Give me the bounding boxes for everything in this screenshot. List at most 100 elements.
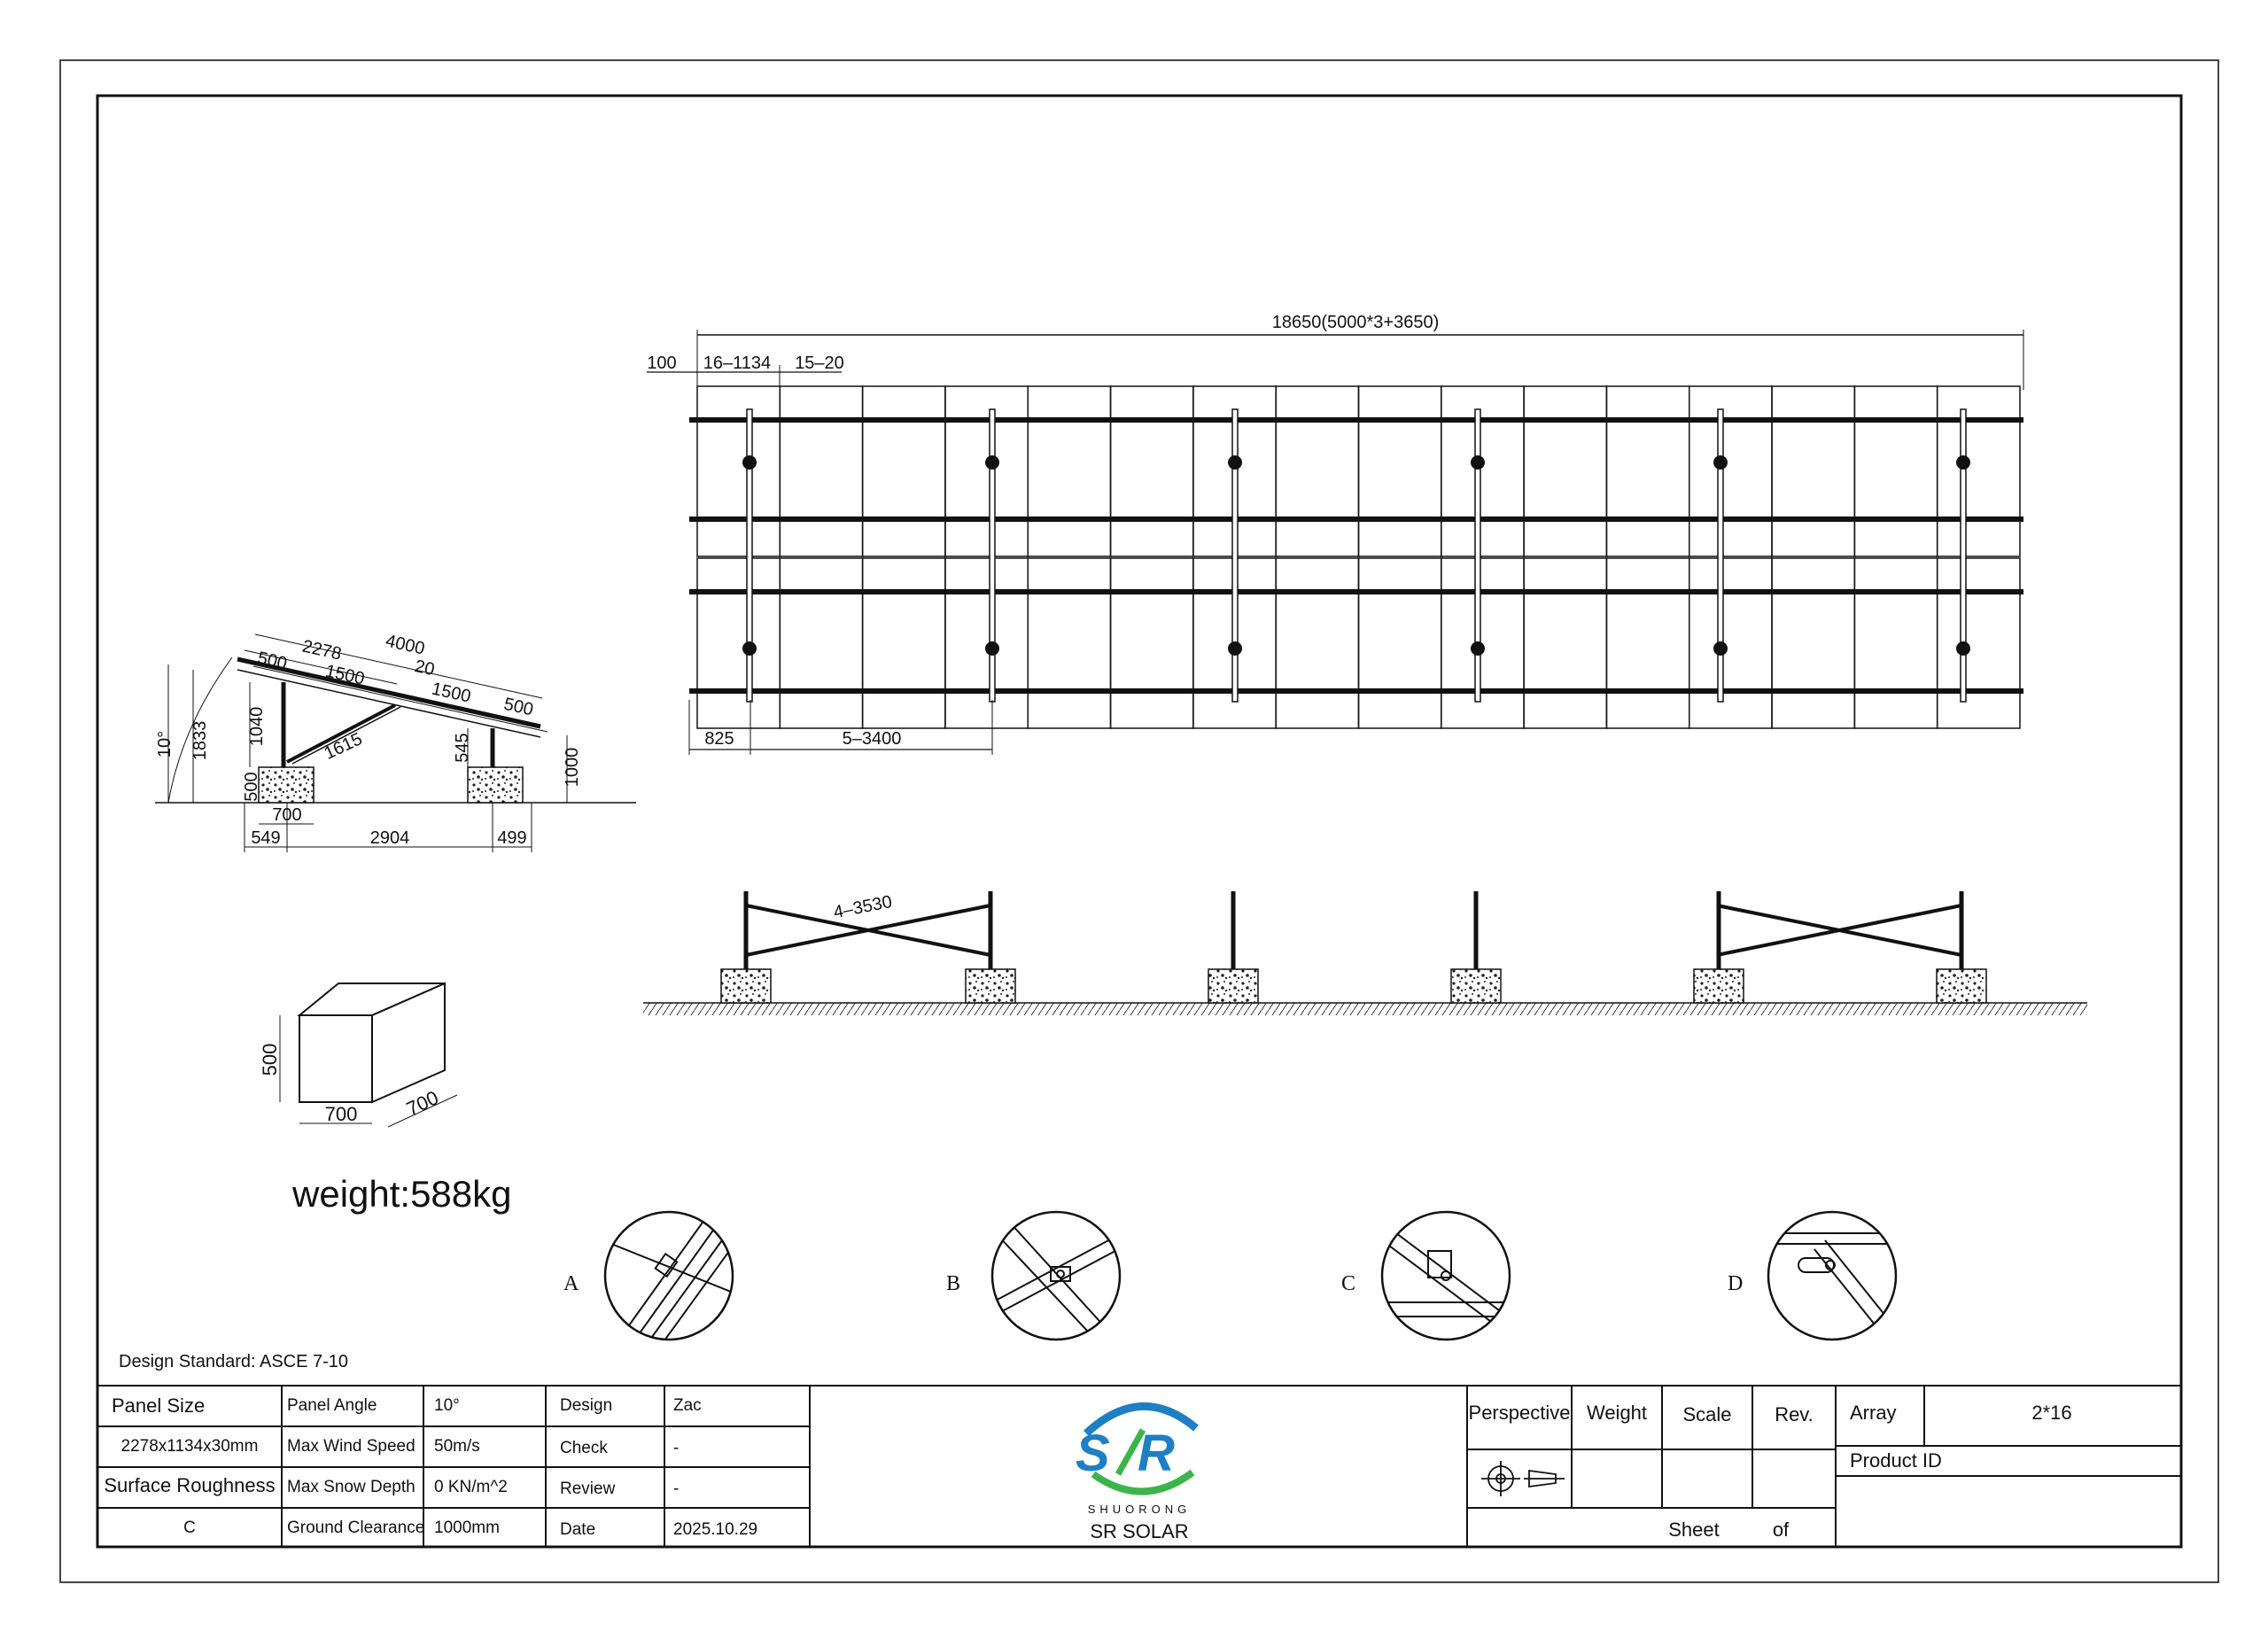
solar-panel: [1523, 385, 1608, 557]
detail-b: B: [946, 1210, 1122, 1341]
overhang-front: 500: [256, 649, 289, 674]
support-beam: [1717, 408, 1724, 703]
detail-d-label: D: [1728, 1272, 1743, 1295]
front-elevation: 4–3530: [643, 891, 2087, 1015]
max-snow-label: Max Snow Depth: [287, 1478, 416, 1496]
solar-panel: [1523, 557, 1608, 729]
panel-length: 2278: [300, 637, 343, 664]
design-value: Zac: [673, 1396, 702, 1415]
cross-braces: [745, 904, 1962, 957]
front-posts: [720, 891, 1987, 1004]
check-value: -: [673, 1439, 679, 1457]
perspective-label: Perspective: [1469, 1402, 1571, 1424]
overall-dimension: 18650(5000*3+3650): [1272, 313, 1440, 332]
solar-panel: [1027, 557, 1112, 729]
company-name: SR SOLAR: [1090, 1520, 1188, 1542]
design-label: Design: [560, 1396, 612, 1415]
ballast-block: [720, 968, 772, 1004]
solar-panel: [1771, 557, 1856, 729]
ballast-width-dim: 700: [325, 1103, 358, 1125]
plan-view: 18650(5000*3+3650) 100 16–1134 15–20 825…: [647, 313, 2024, 755]
logo-subtitle: SHUORONG: [1088, 1503, 1192, 1516]
panel-angle-value: 10°: [434, 1396, 460, 1415]
solar-panel: [696, 557, 781, 729]
rev-label: Rev.: [1775, 1403, 1814, 1425]
support-beam: [1960, 408, 1967, 703]
solar-panel: [1357, 385, 1442, 557]
ballast-weight: weight:588kg: [291, 1173, 512, 1215]
bolt-icon: [1228, 455, 1242, 470]
bolt-icon: [742, 641, 757, 656]
rear-ballast: [467, 766, 524, 804]
max-wind-value: 50m/s: [434, 1437, 480, 1456]
solar-panel: [779, 385, 864, 557]
rear-post-height: 545: [453, 733, 472, 762]
gap-dimension: 15–20: [795, 353, 844, 373]
solar-panel: [1853, 385, 1938, 557]
solar-panel: [944, 557, 1029, 729]
surface-roughness-value: C: [183, 1519, 196, 1537]
solar-panel: [1689, 557, 1773, 729]
date-value: 2025.10.29: [673, 1520, 757, 1539]
tilt-angle: 10°: [155, 731, 175, 757]
ballast-block: [1936, 968, 1987, 1004]
bolt-icon: [1956, 455, 1970, 470]
svg-text:R: R: [1138, 1425, 1175, 1482]
rails: [689, 417, 2023, 694]
bolt-icon: [1956, 641, 1970, 656]
detail-d: D: [1728, 1210, 1898, 1341]
ground-clearance-dim: 1000: [563, 748, 582, 788]
svg-text:S: S: [1076, 1425, 1110, 1482]
ballast-height: 500: [242, 772, 261, 801]
front-post-height: 1040: [247, 707, 267, 747]
support-beam: [746, 408, 753, 703]
solar-panel: [861, 557, 946, 729]
span-front: 1500: [323, 662, 366, 689]
solar-panel: [861, 385, 946, 557]
solar-panel: [1936, 385, 2021, 557]
solar-panel: [1771, 385, 1856, 557]
panel-size-value: 2278x1134x30mm: [121, 1437, 259, 1456]
bolt-icon: [1228, 641, 1242, 656]
surface-roughness-label: Surface Roughness: [104, 1474, 275, 1496]
detail-c: C: [1341, 1210, 1511, 1341]
ballast-block: [965, 968, 1016, 1004]
side-view-slope-dims: 4000 2278 500 1500 20 1500 500 1615: [244, 632, 548, 764]
front-offset: 549: [251, 828, 280, 848]
bolt-icon: [985, 641, 999, 656]
solar-panel: [1689, 385, 1773, 557]
bolt-icon: [1713, 455, 1728, 470]
projection-symbol-icon: [1481, 1461, 1565, 1496]
solar-panel: [696, 385, 781, 557]
solar-panel: [1275, 557, 1360, 729]
support-beam: [1231, 408, 1239, 703]
of-label: of: [1773, 1519, 1790, 1541]
solar-panel: [779, 557, 864, 729]
scale-label: Scale: [1682, 1403, 1731, 1425]
solar-panel: [1605, 385, 1690, 557]
bolt-icon: [1713, 641, 1728, 656]
title-block: [97, 1385, 2182, 1548]
solar-panel: [1441, 385, 1525, 557]
overall-height: 1833: [190, 721, 210, 761]
solar-panel: [1605, 557, 1690, 729]
weight-label: Weight: [1587, 1402, 1647, 1424]
side-view: 10° 1833 1040 500 545 1000 4000 2278 500…: [155, 632, 636, 852]
solar-panel: [1109, 385, 1194, 557]
detail-views: A B C: [563, 1210, 1898, 1341]
side-view-vertical-dims: 10° 1833 1040 500 545 1000: [155, 707, 582, 802]
solar-panel: [1109, 557, 1194, 729]
review-value: -: [673, 1480, 679, 1498]
solar-panel: [1357, 557, 1442, 729]
review-label: Review: [560, 1480, 616, 1498]
detail-c-label: C: [1341, 1272, 1355, 1295]
solar-panel: [1853, 557, 1938, 729]
check-label: Check: [560, 1439, 608, 1457]
solar-panel: [1275, 385, 1360, 557]
detail-b-label: B: [946, 1272, 960, 1295]
detail-a: A: [563, 1210, 734, 1341]
design-standard: Design Standard: ASCE 7-10: [119, 1352, 348, 1371]
brace-length: 1615: [322, 729, 366, 764]
overhang-rear: 500: [502, 695, 535, 720]
